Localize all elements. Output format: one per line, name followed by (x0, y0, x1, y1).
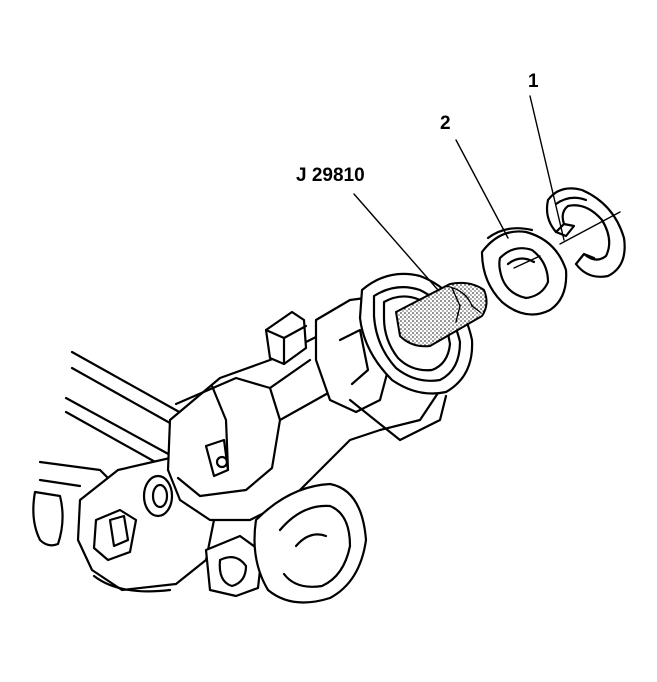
callout-tool-label: J 29810 (296, 165, 365, 186)
rack-housing (32, 350, 192, 547)
callout-item-1: 1 (528, 71, 539, 92)
mounting-bracket (204, 482, 368, 604)
alignment-centerline (513, 211, 621, 269)
callout-item-2: 2 (440, 113, 451, 134)
leader-lines (353, 95, 565, 291)
seal-ring (480, 227, 568, 316)
snap-ring (545, 187, 626, 278)
tool-j29810 (394, 281, 488, 348)
